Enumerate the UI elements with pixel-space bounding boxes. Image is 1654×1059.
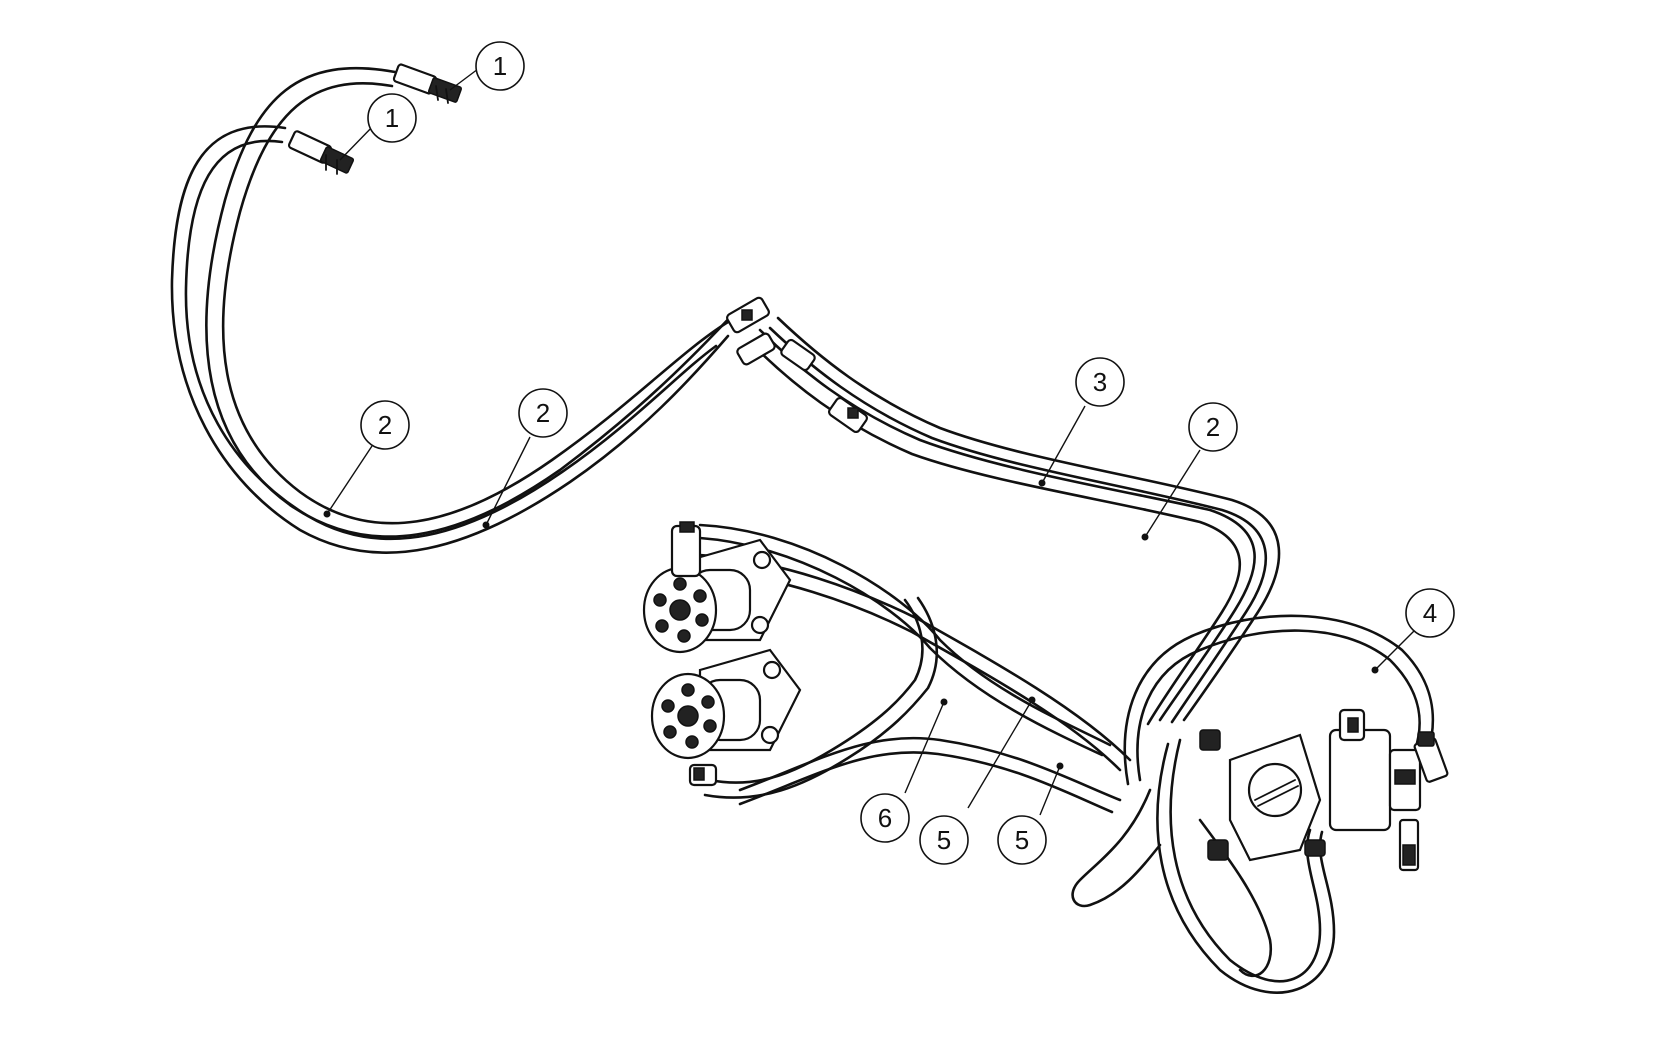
balloon-label: 5 [1015,825,1029,855]
balloon-label: 2 [378,410,392,440]
hose-group-upper-left [170,67,737,554]
fitting-top-1 [392,63,463,104]
leader-lines [323,65,1416,816]
balloon-5-right: 5 [997,815,1047,865]
control-valve-assembly [1199,708,1449,872]
balloon-1-second: 1 [367,93,417,143]
balloon-label: 2 [1206,412,1220,442]
balloon-2-mid: 2 [518,388,568,438]
balloon-label: 1 [493,51,507,81]
balloon-2-right: 2 [1188,402,1238,452]
balloon-label: 2 [536,398,550,428]
balloon-label: 1 [385,103,399,133]
fitting-middle-coupling [726,296,869,434]
balloon-label: 5 [937,825,951,855]
fitting-top-2 [287,130,355,175]
balloon-6: 6 [860,793,910,843]
hydraulic-motor-lower [650,648,802,787]
balloon-label: 3 [1093,367,1107,397]
balloon-2-left: 2 [360,400,410,450]
balloon-1-top: 1 [475,41,525,91]
balloon-5-left: 5 [919,815,969,865]
balloon-label: 4 [1423,598,1437,628]
balloon-label: 6 [878,803,892,833]
hydraulic-motor-upper [642,521,792,654]
balloon-4: 4 [1405,588,1455,638]
hose-group-bottom-loops [1071,614,1435,994]
balloon-3: 3 [1075,357,1125,407]
hose-group-upper-right [750,316,1281,726]
